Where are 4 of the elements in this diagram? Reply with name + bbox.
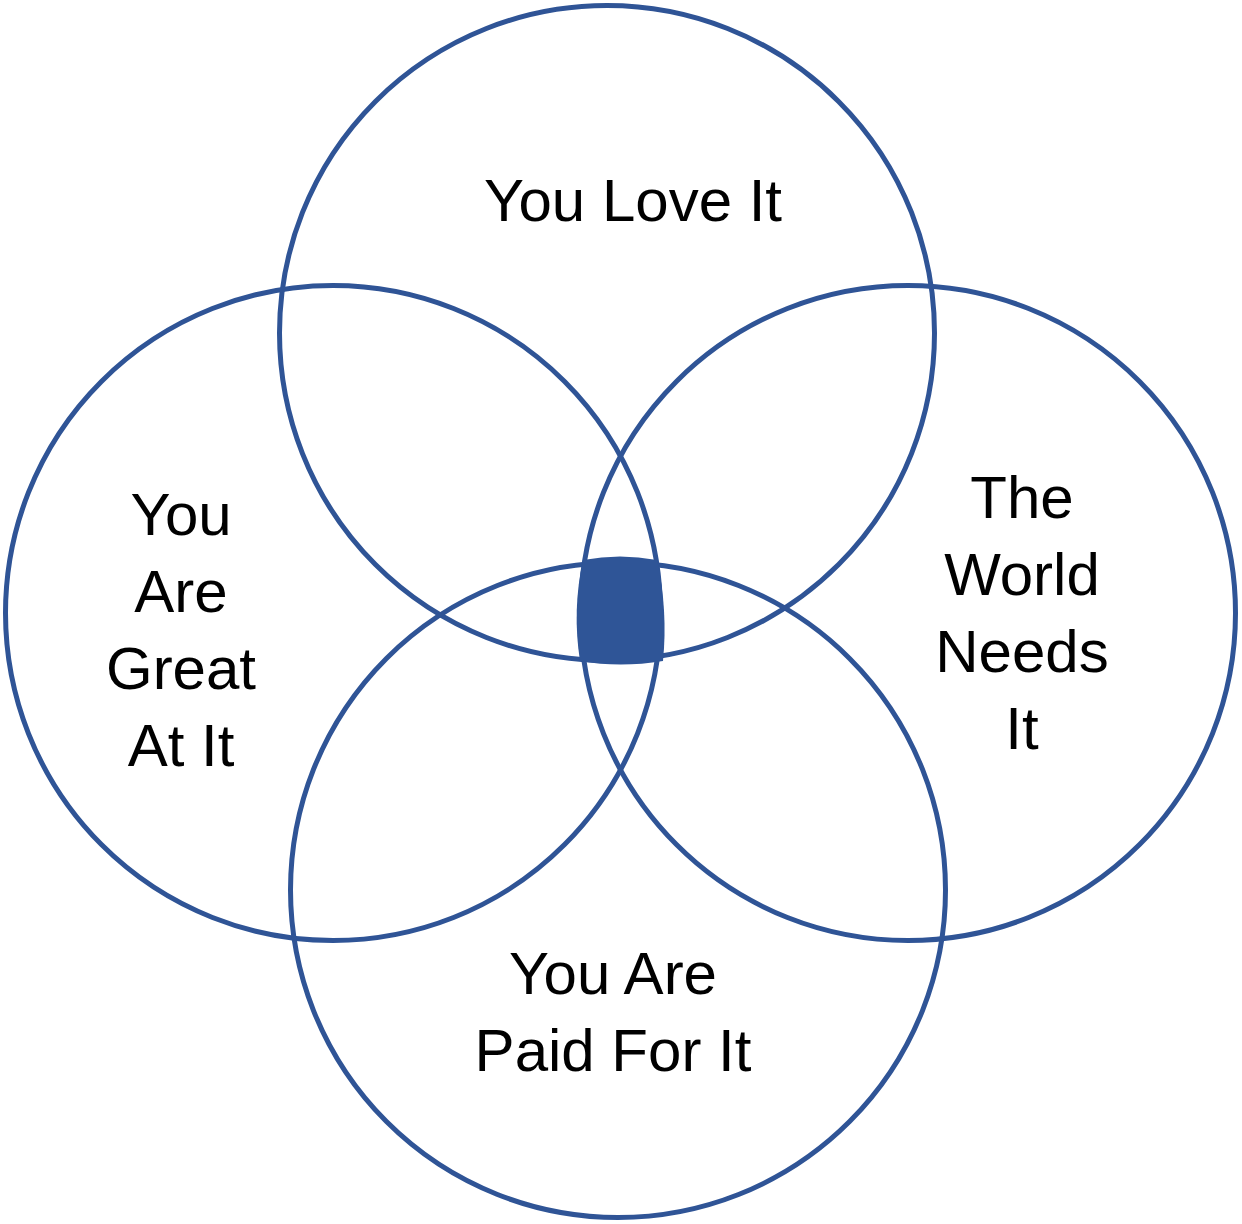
circle-label: You Are Great At It xyxy=(104,480,258,781)
circle-label: The World Needs It xyxy=(934,463,1110,764)
circle-label: You Are Paid For It xyxy=(473,939,753,1086)
circle-label: You Love It xyxy=(482,166,783,236)
